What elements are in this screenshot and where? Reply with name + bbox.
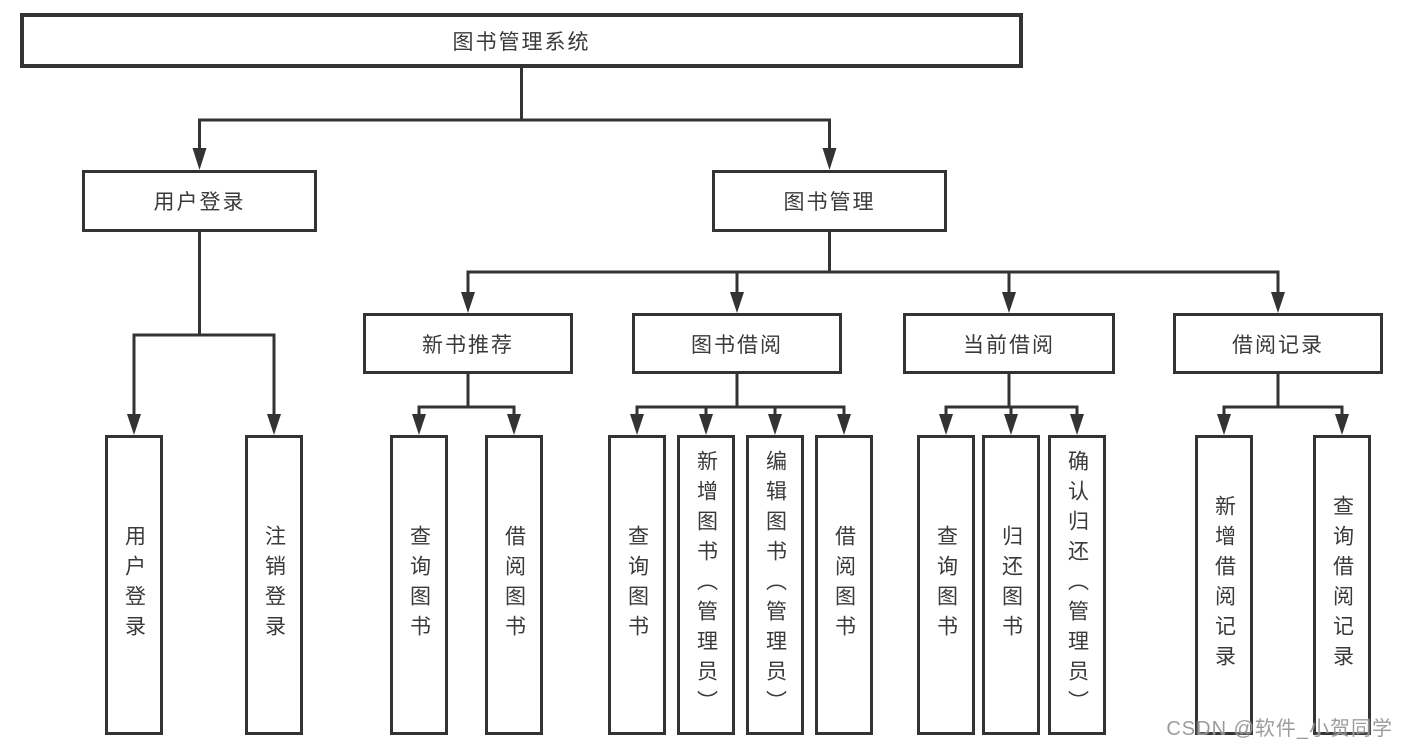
leaf-label: 借阅图书 xyxy=(502,525,526,645)
leaf-label: 编辑图书（管理员） xyxy=(763,450,787,720)
leaf-label: 归还图书 xyxy=(999,525,1023,645)
csdn-watermark: CSDN @软件_小贺同学 xyxy=(1166,718,1393,740)
connector-borrow-records xyxy=(1222,374,1344,419)
leaf-return-book: 归还图书 xyxy=(982,435,1040,735)
leaf-label: 查询借阅记录 xyxy=(1330,495,1354,675)
node-borrow-records: 借阅记录 xyxy=(1173,313,1383,374)
leaf-label: 确认归还（管理员） xyxy=(1065,450,1089,720)
leaf-label: 注销登录 xyxy=(262,525,286,645)
leaf-logout: 注销登录 xyxy=(245,435,303,735)
node-root-system: 图书管理系统 xyxy=(20,13,1023,68)
leaf-user-login: 用户登录 xyxy=(105,435,163,735)
node-book-management: 图书管理 xyxy=(712,170,947,232)
leaf-label: 查询图书 xyxy=(934,525,958,645)
leaf-current-query-book: 查询图书 xyxy=(917,435,975,735)
leaf-label: 新增借阅记录 xyxy=(1212,495,1236,675)
leaf-add-book-admin: 新增图书（管理员） xyxy=(677,435,735,735)
connector-book-management xyxy=(466,232,1280,295)
leaf-add-borrow-record: 新增借阅记录 xyxy=(1195,435,1253,735)
leaf-confirm-return-admin: 确认归还（管理员） xyxy=(1048,435,1106,735)
leaf-label: 借阅图书 xyxy=(832,525,856,645)
leaf-label: 新增图书（管理员） xyxy=(694,450,718,720)
node-new-book-recommend: 新书推荐 xyxy=(363,313,573,374)
connector-current-borrow xyxy=(944,374,1079,419)
leaf-query-borrow-record: 查询借阅记录 xyxy=(1313,435,1371,735)
connector-new-book-recommend xyxy=(417,374,516,419)
leaf-borrow-query-book: 查询图书 xyxy=(608,435,666,735)
leaf-label: 用户登录 xyxy=(122,525,146,645)
connector-user-login xyxy=(132,232,276,417)
connector-book-borrow xyxy=(635,374,846,419)
node-book-borrow: 图书借阅 xyxy=(632,313,842,374)
node-user-login: 用户登录 xyxy=(82,170,317,232)
connector-root xyxy=(198,68,831,152)
leaf-edit-book-admin: 编辑图书（管理员） xyxy=(746,435,804,735)
leaf-recommend-query-book: 查询图书 xyxy=(390,435,448,735)
leaf-borrow-book: 借阅图书 xyxy=(815,435,873,735)
leaf-recommend-borrow-book: 借阅图书 xyxy=(485,435,543,735)
node-current-borrow: 当前借阅 xyxy=(903,313,1115,374)
leaf-label: 查询图书 xyxy=(625,525,649,645)
leaf-label: 查询图书 xyxy=(407,525,431,645)
